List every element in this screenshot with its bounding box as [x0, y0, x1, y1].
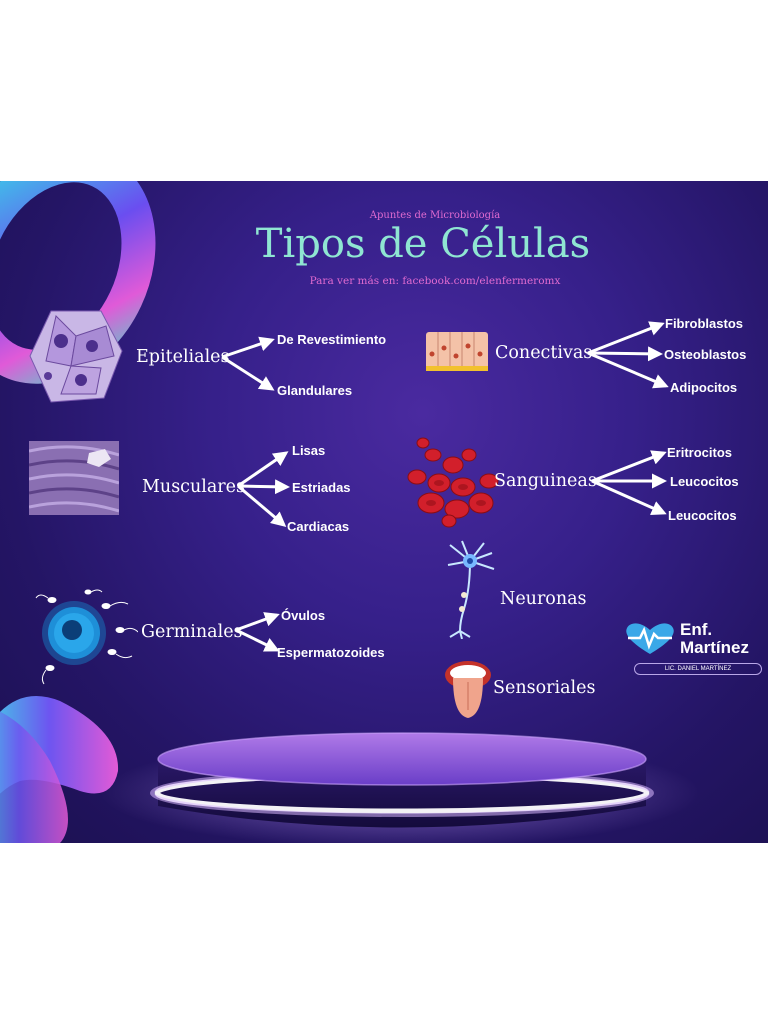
- logo-line1: Enf.: [680, 620, 713, 639]
- arrow-germinales-espermatozoides: [235, 628, 280, 652]
- arrow-epiteliales-glandulares: [221, 355, 275, 391]
- heartbeat-logo-icon: [626, 623, 674, 654]
- item-eritrocitos: Eritrocitos: [667, 445, 733, 460]
- tube-decoration: [0, 696, 119, 843]
- category-conectivas: Conectivas: [495, 343, 593, 363]
- blood-cells-icon: [407, 437, 499, 528]
- arrow-musculares-lisas: [237, 451, 289, 488]
- category-musculares: Musculares: [142, 477, 245, 497]
- background-decorations: [0, 181, 700, 843]
- item-osteoblastos: Osteoblastos: [664, 347, 747, 362]
- item-leucocitos-1: Leucocitos: [670, 474, 739, 489]
- logo-line2: Martínez: [680, 638, 749, 657]
- arrow-sanguineas-leucocitos-2: [591, 479, 667, 515]
- arrow-conectivas-adipocitos: [587, 351, 669, 389]
- item-glandulares: Glandulares: [277, 383, 353, 398]
- facebook-link-text: Para ver más en: facebook.com/elenfermer…: [309, 275, 561, 287]
- arrow-musculares-cardiacas: [237, 484, 287, 527]
- item-adipocitos: Adipocitos: [670, 380, 738, 395]
- category-sensoriales: Sensoriales: [493, 678, 596, 698]
- connective-tissue-icon: [426, 332, 488, 371]
- ring-decoration: [0, 181, 156, 384]
- logo-license: LIC. DANIEL MARTÍNEZ: [634, 663, 762, 675]
- infographic-poster: Apuntes de Microbiología Tipos de Célula…: [0, 181, 768, 843]
- podium-decoration: [100, 732, 700, 843]
- muscle-tissue-icon: [29, 441, 119, 515]
- item-ovulos: Óvulos: [281, 608, 326, 623]
- page-title: Tipos de Células: [255, 221, 591, 267]
- arrow-epiteliales-revestimiento: [221, 336, 275, 359]
- tongue-icon: [445, 661, 491, 718]
- item-lisas: Lisas: [292, 443, 326, 458]
- arrow-conectivas-osteoblastos: [587, 346, 663, 362]
- neuron-icon: [447, 540, 495, 639]
- item-cardiacas: Cardiacas: [287, 519, 350, 534]
- ovum-sperm-icon: [35, 589, 138, 685]
- arrow-sanguineas-eritrocitos: [591, 450, 667, 483]
- item-espermatozoides: Espermatozoides: [277, 645, 385, 660]
- item-leucocitos-2: Leucocitos: [668, 508, 737, 523]
- item-de-revestimiento: De Revestimiento: [277, 332, 387, 347]
- epithelial-cells-icon: [29, 310, 123, 403]
- category-germinales: Germinales: [141, 622, 243, 642]
- arrow-germinales-ovulos: [235, 612, 280, 632]
- item-estriadas: Estriadas: [292, 480, 351, 495]
- subtitle: Apuntes de Microbiología: [369, 210, 501, 221]
- item-fibroblastos: Fibroblastos: [665, 316, 744, 331]
- logo: Enf. Martínez LIC. DANIEL MARTÍNEZ: [624, 618, 764, 678]
- arrow-conectivas-fibroblastos: [587, 321, 665, 355]
- arrows-layer: [221, 321, 669, 652]
- category-sanguineas: Sanguineas: [494, 471, 597, 491]
- category-neuronas: Neuronas: [500, 589, 587, 609]
- arrow-musculares-estriadas: [237, 479, 290, 495]
- category-epiteliales: Epiteliales: [136, 347, 230, 367]
